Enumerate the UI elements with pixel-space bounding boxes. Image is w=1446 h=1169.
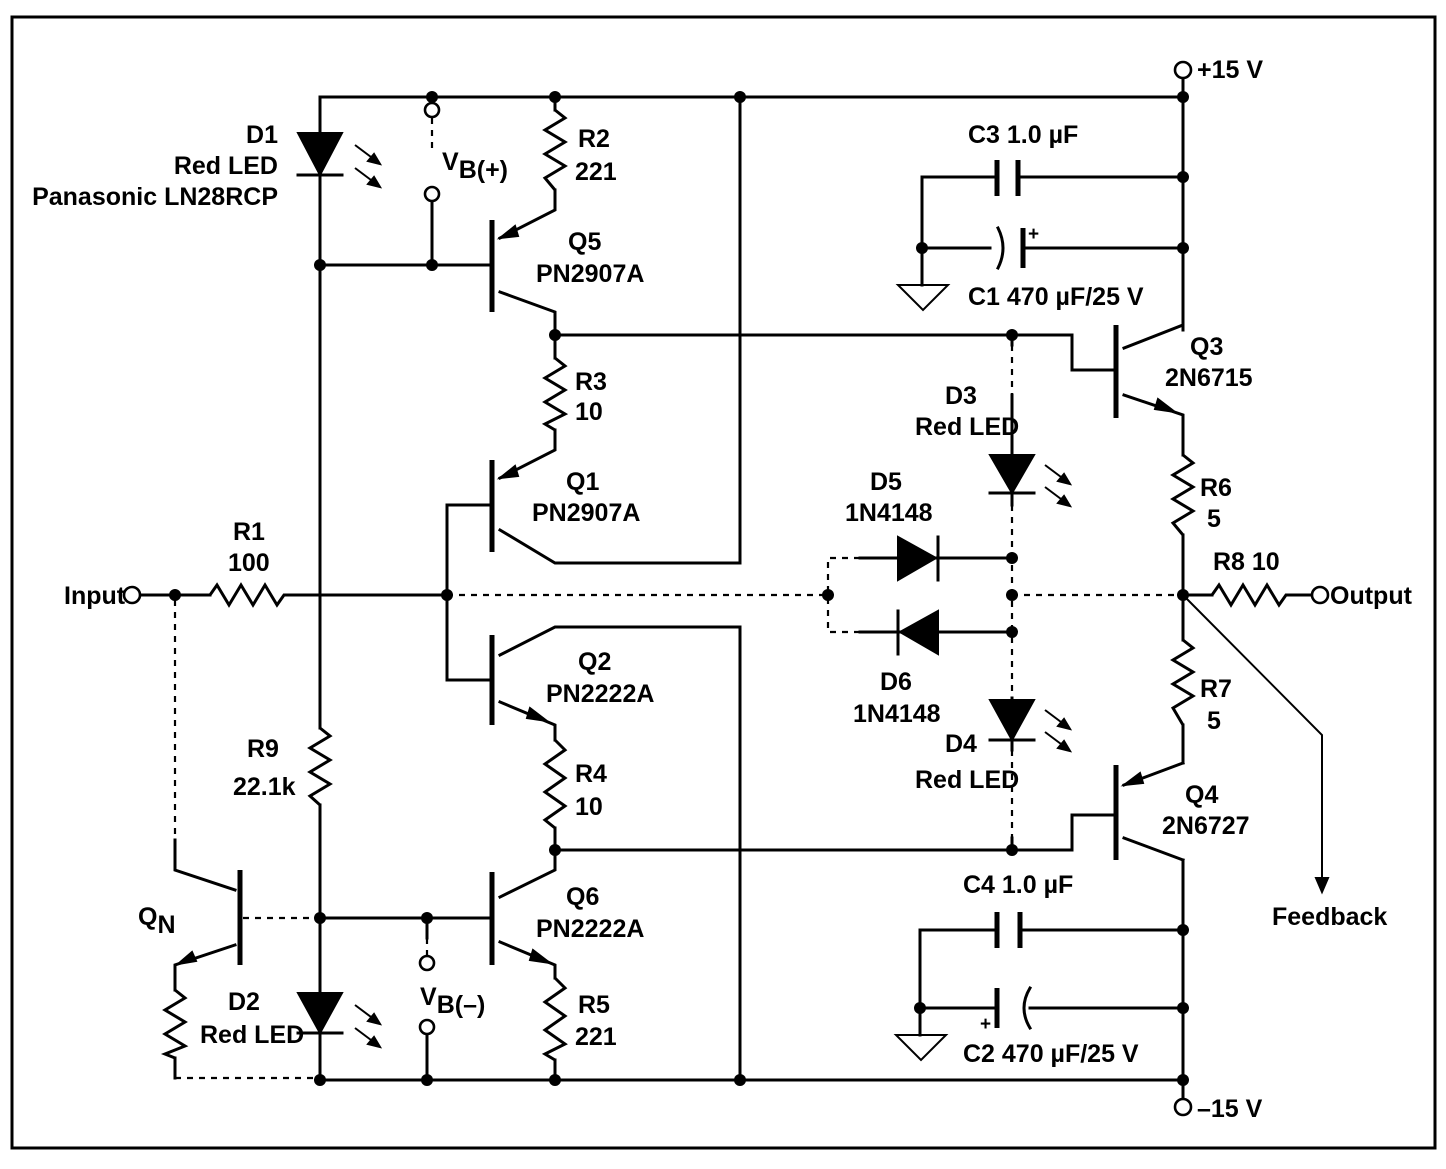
label-q1-ref: Q1 bbox=[566, 468, 599, 496]
label-pos-supply: +15 V bbox=[1197, 56, 1263, 84]
label-r4-ref: R4 bbox=[575, 760, 607, 788]
capacitor-c1 bbox=[995, 225, 1026, 271]
resistor-r9 bbox=[307, 726, 333, 807]
label-qn: QN bbox=[138, 903, 176, 939]
resistor-r7 bbox=[1170, 638, 1196, 726]
label-r3-value: 10 bbox=[575, 398, 603, 426]
label-r7-ref: R7 bbox=[1200, 675, 1232, 703]
label-q1-part: PN2907A bbox=[532, 499, 640, 527]
resistor-r8 bbox=[1210, 582, 1290, 608]
diode-d6 bbox=[896, 609, 939, 656]
resistor-r3 bbox=[541, 356, 569, 432]
feedback-arrow bbox=[1314, 877, 1330, 895]
label-c4: C4 1.0 µF bbox=[963, 871, 1073, 899]
label-d1-ref: D1 bbox=[246, 121, 278, 149]
capacitor-c3 bbox=[994, 160, 1021, 196]
resistor-qn-load bbox=[160, 988, 189, 1060]
led-d2 bbox=[296, 992, 383, 1049]
label-r5-value: 221 bbox=[575, 1023, 617, 1051]
label-q4-part: 2N6727 bbox=[1162, 812, 1250, 840]
label-r2-ref: R2 bbox=[578, 125, 610, 153]
label-d2-ref: D2 bbox=[228, 988, 260, 1016]
label-r2-value: 221 bbox=[575, 158, 617, 186]
label-q3-ref: Q3 bbox=[1190, 333, 1223, 361]
resistor-r4 bbox=[542, 738, 568, 830]
label-c2: C2 470 µF/25 V bbox=[963, 1040, 1139, 1068]
label-q2-part: PN2222A bbox=[546, 680, 654, 708]
label-c3: C3 1.0 µF bbox=[968, 121, 1078, 149]
diode-d5 bbox=[897, 535, 940, 582]
label-r6-ref: R6 bbox=[1200, 474, 1232, 502]
ground-bottom bbox=[893, 1034, 949, 1062]
label-r8: R8 10 bbox=[1213, 548, 1280, 576]
led-d4 bbox=[988, 699, 1073, 753]
resistor-r2 bbox=[542, 108, 568, 191]
label-c2-plus: + bbox=[980, 1014, 991, 1035]
label-r1-value: 100 bbox=[228, 549, 270, 577]
label-q5-part: PN2907A bbox=[536, 260, 644, 288]
resistor-r5 bbox=[541, 976, 568, 1062]
transistor-q2 bbox=[489, 635, 548, 725]
junction-dots bbox=[169, 91, 1189, 1086]
label-q2-ref: Q2 bbox=[578, 648, 611, 676]
label-d1-part: Panasonic LN28RCP bbox=[32, 183, 278, 211]
led-d3 bbox=[988, 454, 1073, 508]
label-neg-supply: –15 V bbox=[1197, 1095, 1263, 1123]
label-q3-part: 2N6715 bbox=[1165, 364, 1253, 392]
label-d5-part: 1N4148 bbox=[845, 499, 933, 527]
label-d5-ref: D5 bbox=[870, 468, 902, 496]
label-r4-value: 10 bbox=[575, 793, 603, 821]
frame-border bbox=[10, 15, 1437, 1150]
label-input: Input bbox=[64, 582, 126, 610]
label-c1: C1 470 µF/25 V bbox=[968, 283, 1144, 311]
label-d3-ref: D3 bbox=[945, 382, 977, 410]
label-q5-ref: Q5 bbox=[568, 228, 601, 256]
label-q6-ref: Q6 bbox=[566, 883, 599, 911]
label-c1-plus: + bbox=[1028, 224, 1039, 245]
transistor-q1 bbox=[489, 460, 520, 552]
label-r1-ref: R1 bbox=[233, 518, 265, 546]
label-output: Output bbox=[1330, 582, 1413, 610]
capacitor-c2 bbox=[994, 985, 1033, 1031]
transistor-q6 bbox=[489, 872, 551, 965]
label-r5-ref: R5 bbox=[578, 991, 610, 1019]
label-d3-desc: Red LED bbox=[915, 413, 1019, 441]
label-q6-part: PN2222A bbox=[536, 915, 644, 943]
label-r6-value: 5 bbox=[1207, 505, 1221, 533]
resistor-r1 bbox=[208, 582, 290, 608]
label-d2-desc: Red LED bbox=[200, 1021, 304, 1049]
label-vb-neg: VB(–) bbox=[420, 983, 485, 1019]
wires bbox=[138, 76, 1323, 1099]
label-r3-ref: R3 bbox=[575, 368, 607, 396]
label-vb-pos: VB(+) bbox=[442, 148, 508, 184]
label-r9-ref: R9 bbox=[247, 735, 279, 763]
transistor-q4 bbox=[1113, 765, 1145, 860]
label-r9-value: 22.1k bbox=[233, 773, 296, 801]
dashed-wires bbox=[173, 118, 1183, 1080]
ground-top bbox=[895, 284, 951, 312]
transistor-q5 bbox=[489, 220, 520, 312]
label-d1-desc: Red LED bbox=[174, 152, 278, 180]
transistor-qn bbox=[174, 870, 243, 966]
label-d6-part: 1N4148 bbox=[853, 700, 941, 728]
label-d4-ref: D4 bbox=[945, 730, 977, 758]
resistor-r6 bbox=[1170, 453, 1196, 536]
label-q4-ref: Q4 bbox=[1185, 781, 1218, 809]
transistor-q3 bbox=[1113, 325, 1176, 418]
label-r7-value: 5 bbox=[1207, 707, 1221, 735]
led-d1 bbox=[296, 132, 383, 189]
label-d4-desc: Red LED bbox=[915, 766, 1019, 794]
label-d6-ref: D6 bbox=[880, 668, 912, 696]
capacitor-c4 bbox=[994, 912, 1023, 948]
label-feedback: Feedback bbox=[1272, 903, 1387, 931]
open-terminals bbox=[122, 60, 1330, 1117]
